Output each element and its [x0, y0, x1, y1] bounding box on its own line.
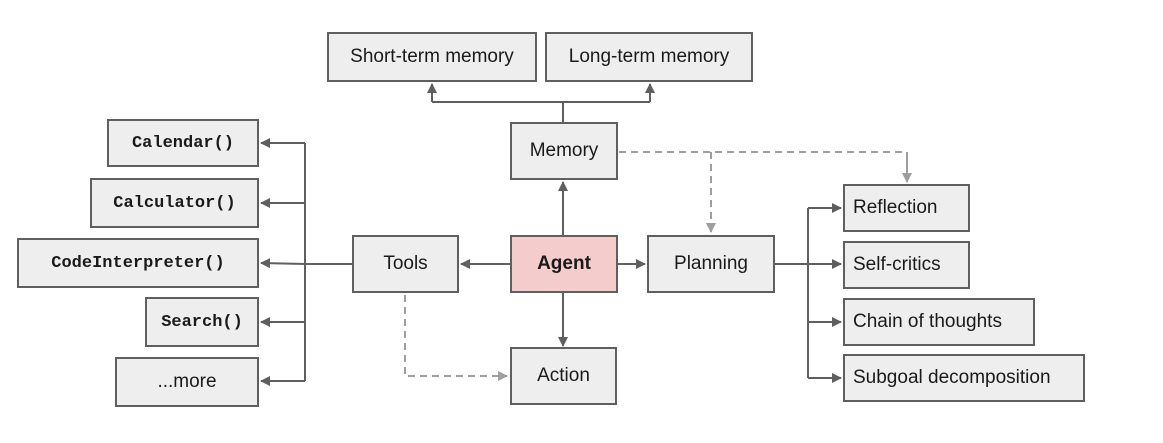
- plan-subgoal-label: Subgoal decomposition: [853, 367, 1051, 388]
- memory-branch-line: [432, 101, 650, 122]
- plan-chain-box: Chain of thoughts: [843, 298, 1035, 346]
- memory-box: Memory: [510, 122, 618, 180]
- arrow-tool-codeinterpreter: [260, 258, 306, 269]
- plan-chain-label: Chain of thoughts: [853, 311, 1002, 332]
- agent-label: Agent: [537, 253, 591, 274]
- planning-label: Planning: [674, 253, 748, 274]
- short-term-memory-label: Short-term memory: [350, 46, 514, 67]
- tool-codeinterpreter-label: CodeInterpreter(): [51, 253, 225, 273]
- action-label: Action: [537, 365, 590, 386]
- dashed-memory-links: [619, 151, 907, 231]
- tool-search-box: Search(): [145, 297, 259, 347]
- plan-subgoal-box: Subgoal decomposition: [843, 354, 1085, 402]
- tool-more-label: ...more: [157, 371, 217, 392]
- memory-label: Memory: [529, 140, 599, 161]
- plan-selfcritics-box: Self-critics: [843, 241, 970, 289]
- action-box: Action: [510, 347, 617, 405]
- agent-box: Agent: [510, 235, 618, 293]
- plan-reflection-label: Reflection: [853, 197, 938, 218]
- tool-calculator-label: Calculator(): [113, 193, 236, 213]
- tool-search-label: Search(): [161, 312, 243, 332]
- planning-box: Planning: [647, 235, 775, 293]
- short-term-memory-box: Short-term memory: [327, 32, 537, 82]
- tools-box: Tools: [352, 235, 459, 293]
- plan-selfcritics-label: Self-critics: [853, 254, 941, 275]
- tools-trunk-line: [304, 143, 352, 381]
- tool-more-box: ...more: [115, 357, 259, 407]
- tools-label: Tools: [383, 253, 428, 274]
- long-term-memory-box: Long-term memory: [545, 32, 753, 82]
- tool-calendar-label: Calendar(): [131, 133, 235, 153]
- tool-calculator-box: Calculator(): [90, 178, 259, 228]
- plan-reflection-box: Reflection: [843, 184, 970, 232]
- long-term-memory-label: Long-term memory: [568, 46, 730, 67]
- tool-calendar-box: Calendar(): [107, 119, 259, 167]
- planning-trunk-line: [775, 208, 809, 378]
- dashed-tools-action: [404, 295, 502, 377]
- tool-codeinterpreter-box: CodeInterpreter(): [17, 238, 259, 288]
